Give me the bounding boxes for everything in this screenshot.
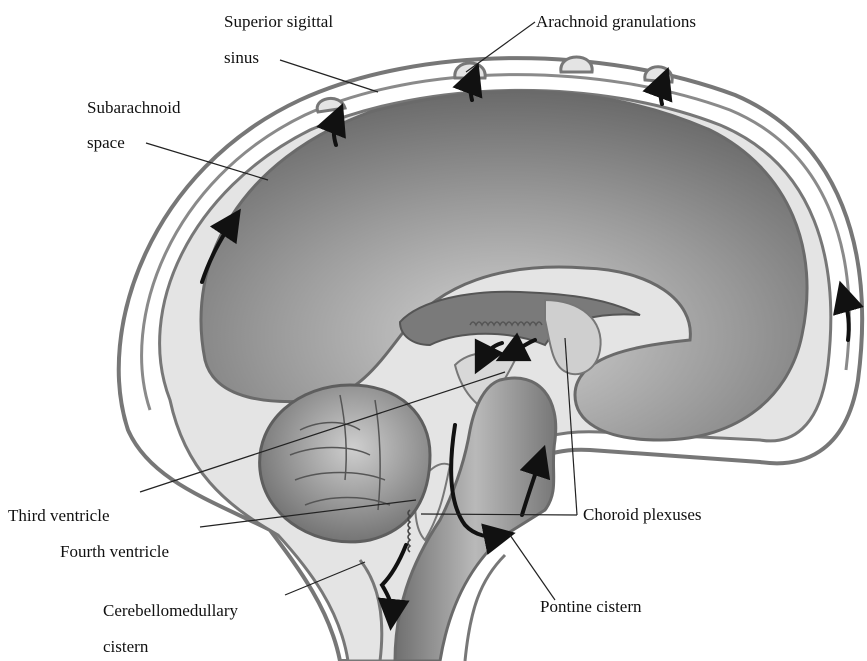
label-cerebellomedullary-line1: Cerebellomedullary <box>103 601 238 621</box>
arrow-granulation-3 <box>661 82 663 104</box>
label-pontine-cistern: Pontine cistern <box>540 597 642 617</box>
leader-pontine <box>510 535 555 600</box>
label-fourth-ventricle: Fourth ventricle <box>60 542 169 562</box>
label-subarachnoid-line2: space <box>87 133 125 153</box>
label-choroid-plexuses: Choroid plexuses <box>583 505 702 525</box>
label-superior-sagittal-line1: Superior sigittal <box>224 12 333 32</box>
arrow-granulation-2 <box>471 78 473 100</box>
label-cerebellomedullary-line2: cistern <box>103 637 148 657</box>
label-third-ventricle: Third ventricle <box>8 506 110 526</box>
label-superior-sagittal-line2: sinus <box>224 48 259 68</box>
cerebellum <box>260 385 430 542</box>
label-subarachnoid-line1: Subarachnoid <box>87 98 180 118</box>
label-arachnoid-granulations: Arachnoid granulations <box>536 12 696 32</box>
